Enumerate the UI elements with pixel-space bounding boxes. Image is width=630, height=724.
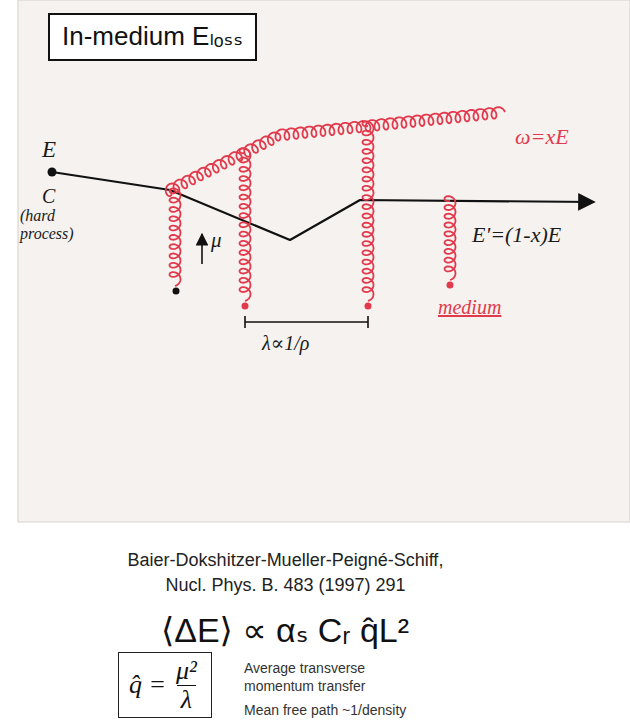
fraction: μ²λ [172,657,201,713]
medium-dot [173,288,180,295]
gluon-coil [275,107,505,140]
formula-box: q̂ =μ²λ [118,652,212,718]
label-text: Baier-Dokshitzer-Mueller-Peigné-Schiff, … [126,548,445,598]
hard-process-dot [48,168,57,177]
title-box: In-medium Eₗₒₛₛ [48,13,257,61]
medium-dot [365,303,372,310]
label-text: medium [438,295,501,319]
label-text: ω=xE [515,124,569,150]
bar-tick [367,316,369,328]
label-text: E [42,136,56,164]
gluon-coil [166,132,280,196]
mean-free-path-label: λ∝1/ρ [262,331,309,355]
definition-note: Mean free path ~1/density [244,702,406,719]
energy-label: E [42,136,56,164]
label-text: C [42,184,55,208]
charm-label: C [42,184,55,208]
label-text: Mean free path ~1/density [244,702,406,719]
fraction-denominator: λ [177,685,196,713]
medium-dot [242,303,249,310]
gluon-coil [363,121,374,301]
hard-process-note: (hard process) [20,207,94,242]
label-text: Average transverse momentum transfer [244,660,384,695]
box-title-text: In-medium Eₗₒₛₛ [62,21,243,52]
energy-loss-formula: ⟨ΔE⟩ ∝ αₛ Cᵣ q̂L² [0,610,570,651]
mean-free-path-bar [245,321,368,323]
gluon-coil [240,148,251,301]
medium-label: medium [438,295,501,319]
medium-dot [447,282,454,289]
label-text: E'=(1-x)E [472,222,561,248]
gluon-coil [170,188,181,286]
definition-note: Average transverse momentum transfer [244,660,384,695]
momentum-arrow [201,234,203,264]
gluon-energy-label: ω=xE [515,124,569,150]
outgoing-energy-label: E'=(1-x)E [472,222,561,248]
label-text: (hard process) [20,207,94,242]
fraction-numerator: μ² [172,657,201,684]
label-text: λ∝1/ρ [262,331,309,355]
gluon-coil [445,196,456,280]
feynman-drawing [48,107,595,328]
formula-symbol: q̂ = [129,671,166,698]
citation: Baier-Dokshitzer-Mueller-Peigné-Schiff, … [126,548,445,598]
label-text: μ [211,228,222,253]
bar-tick [244,316,246,328]
photo-background [18,0,630,522]
label-text: ⟨ΔE⟩ ∝ αₛ Cᵣ q̂L² [0,610,570,651]
momentum-label: μ [211,228,222,253]
